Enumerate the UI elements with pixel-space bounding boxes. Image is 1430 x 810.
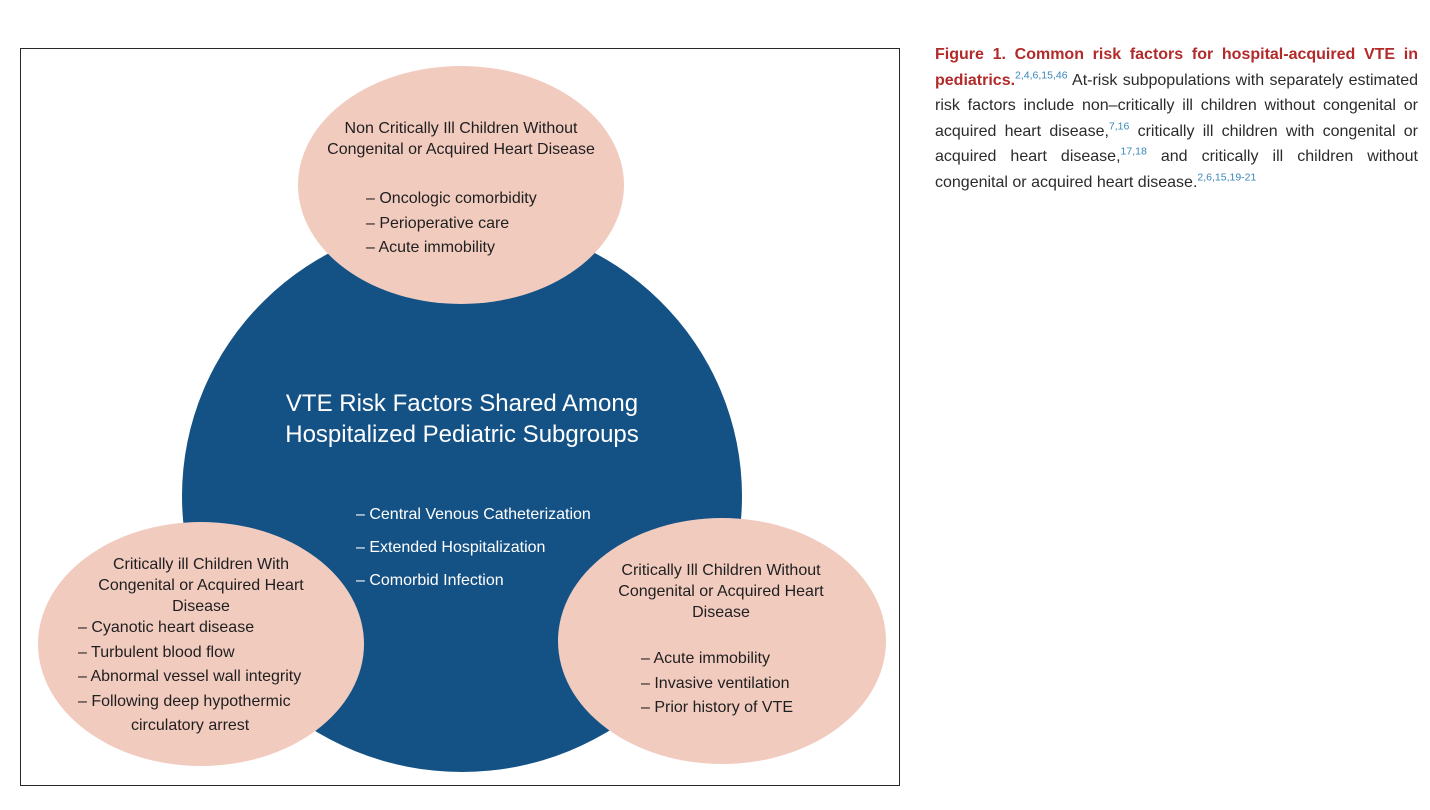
right-group-item: – Acute immobility [641, 650, 770, 667]
caption-title: Figure 1. Common risk factors for hospit… [935, 46, 1418, 89]
non-critically-ill-oval [298, 66, 624, 304]
critically-ill-heart-disease-oval [38, 522, 364, 766]
left-group-list: – Cyanotic heart disease – Turbulent blo… [78, 616, 301, 739]
shared-risk-item: – Central Venous Catheterization [356, 506, 591, 523]
left-group-item: circulatory arrest [131, 717, 250, 734]
figure-caption: Figure 1. Common risk factors for hospit… [935, 42, 1418, 195]
caption-text: and critically ill children without cong… [935, 148, 1419, 191]
left-group-title: Critically ill Children With Congenital … [98, 556, 304, 615]
citation-ref: 2,4,6,15,46 [1015, 69, 1068, 82]
center-title: VTE Risk Factors Shared Among Hospitaliz… [285, 390, 639, 448]
top-group-item: – Oncologic comorbidity [366, 190, 537, 207]
right-group-item: – Invasive ventilation [641, 674, 790, 692]
citation-ref: 7,16 [1108, 120, 1130, 133]
left-group-item: – Abnormal vessel wall integrity [78, 668, 302, 685]
shared-risk-item: – Extended Hospitalization [356, 539, 546, 556]
right-group-list: – Acute immobility – Invasive ventilatio… [641, 647, 793, 721]
right-group-title: Critically Ill Children Without Congenit… [618, 562, 824, 621]
citation-ref: 2,6,15,19-21 [1197, 171, 1257, 184]
top-group-title: Non Critically Ill Children Without Cong… [327, 120, 595, 158]
top-group-item: – Perioperative care [366, 214, 510, 232]
caption-text: critically ill children with congenital … [935, 122, 1418, 166]
right-group-item: – Prior history of VTE [641, 699, 794, 716]
top-group-item: – Acute immobility [366, 239, 495, 256]
figure-frame: VTE Risk Factors Shared Among Hospitaliz… [20, 48, 900, 786]
left-group-item: – Cyanotic heart disease [78, 619, 255, 636]
left-group-item: – Following deep hypothermic [78, 692, 291, 710]
shared-risk-item: – Comorbid Infection [356, 572, 504, 589]
critically-ill-no-heart-disease-oval [558, 518, 886, 764]
top-group-list: – Oncologic comorbidity – Perioperative … [366, 187, 537, 261]
citation-ref: 17,18 [1120, 145, 1147, 158]
shared-risk-list: – Central Venous Catheterization – Exten… [356, 505, 591, 604]
left-group-item: – Turbulent blood flow [78, 643, 235, 661]
caption-text: At-risk subpopulations with separately e… [935, 71, 1418, 140]
